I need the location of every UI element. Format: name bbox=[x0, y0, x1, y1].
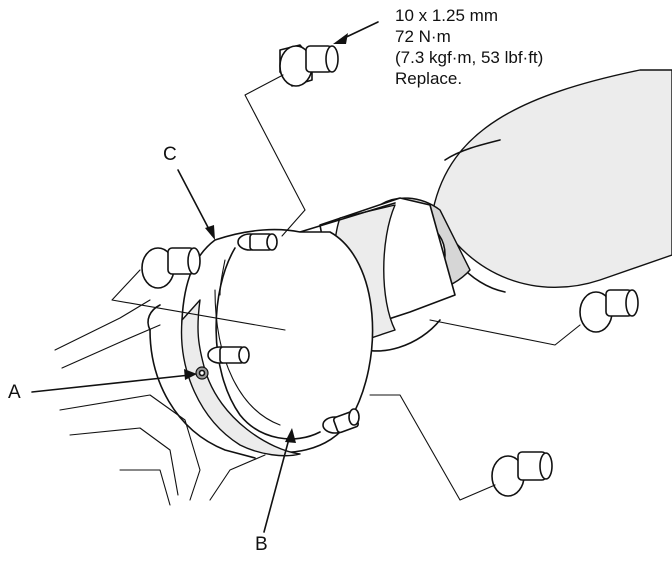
callout-a: A bbox=[8, 369, 197, 403]
arrowhead-icon bbox=[333, 33, 348, 44]
callout-b-label: B bbox=[255, 534, 268, 555]
flange-bolt-right bbox=[579, 289, 639, 333]
flange-studs bbox=[195, 233, 360, 434]
flange-bolt-bottom bbox=[491, 451, 553, 497]
arrowhead-icon bbox=[184, 369, 197, 380]
spec-thread-size: 10 x 1.25 mm bbox=[395, 6, 498, 25]
bolt-leader-lines bbox=[111, 74, 581, 501]
drive-shaft bbox=[432, 69, 672, 293]
arrowhead-icon bbox=[205, 225, 215, 240]
flange-bolt-top bbox=[279, 44, 339, 87]
stud-lower bbox=[322, 408, 360, 434]
flange-bolt-left bbox=[141, 247, 201, 289]
arrowhead-icon bbox=[285, 428, 296, 443]
spec-torque-alt: (7.3 kgf·m, 53 lbf·ft) bbox=[395, 48, 543, 67]
stud-upper bbox=[237, 233, 278, 251]
callout-a-label: A bbox=[8, 382, 21, 403]
callout-b: B bbox=[255, 428, 296, 555]
torque-spec-callout: 10 x 1.25 mm 72 N·m (7.3 kgf·m, 53 lbf·f… bbox=[333, 6, 543, 88]
callout-c-label: C bbox=[163, 144, 177, 165]
stud-middle bbox=[207, 346, 250, 364]
flange-rim bbox=[214, 259, 281, 426]
spec-replace-note: Replace. bbox=[395, 69, 462, 88]
spec-torque-nm: 72 N·m bbox=[395, 27, 451, 46]
vehicle-frame-outline bbox=[54, 299, 266, 506]
dowel-pin-a bbox=[195, 366, 209, 380]
callout-c: C bbox=[163, 144, 215, 240]
